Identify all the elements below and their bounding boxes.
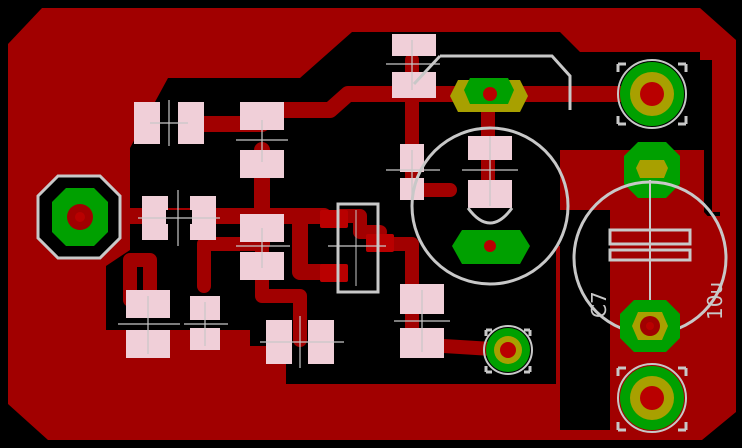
smd-r9 [392, 34, 436, 98]
cap-value-label: 10u [703, 282, 727, 320]
transistor-body-circle [410, 126, 570, 286]
br-connector [616, 363, 688, 433]
capacitor-c7 [572, 180, 728, 352]
test-point [483, 325, 533, 375]
clearance-right-lower [560, 210, 610, 430]
silk-crosses [118, 40, 518, 368]
tr-connector [616, 59, 688, 129]
right-mid-pad [624, 142, 680, 198]
transistor-pads [450, 78, 530, 264]
transistor-flat [466, 207, 514, 225]
cap-name-label: C7 [587, 291, 611, 318]
ic-outline [336, 202, 380, 294]
transistor-outline [412, 54, 572, 110]
left-connector [36, 174, 122, 260]
vias [320, 210, 394, 282]
